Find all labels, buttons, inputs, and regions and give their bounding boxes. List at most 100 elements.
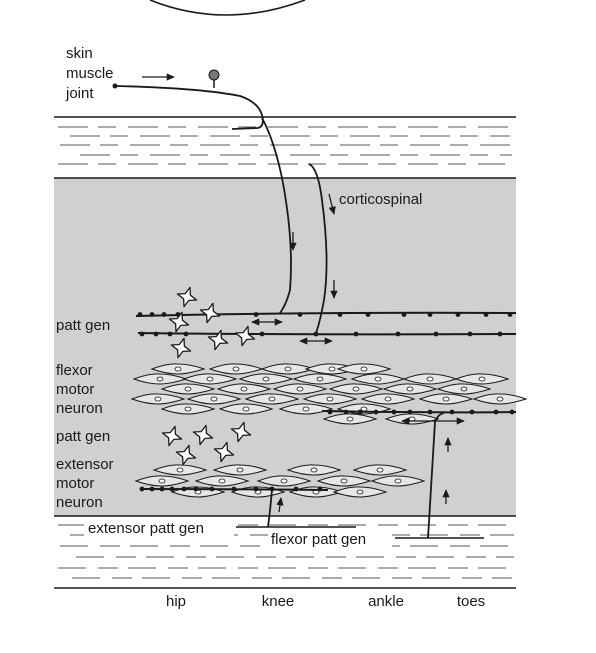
interneuron-star xyxy=(175,444,197,466)
synapse-dot xyxy=(297,312,303,317)
synapse-dot xyxy=(181,486,187,492)
synapse-dot xyxy=(231,486,237,492)
cell-nucleus xyxy=(218,478,226,484)
synapse-dot xyxy=(343,409,349,415)
label-flexor-patt-gen: flexor patt gen xyxy=(271,531,366,548)
cell-nucleus xyxy=(302,406,310,412)
cell-nucleus xyxy=(442,396,450,402)
synapse-dot xyxy=(509,409,515,415)
cell-nucleus xyxy=(360,406,368,412)
cell-nucleus xyxy=(236,467,244,473)
cell-nucleus xyxy=(210,396,218,402)
cell-nucleus xyxy=(176,467,184,473)
cell-nucleus xyxy=(310,467,318,473)
cell-nucleus xyxy=(268,396,276,402)
synapse-dot xyxy=(161,312,167,317)
label-skin: skin xyxy=(66,45,93,62)
cell-nucleus xyxy=(360,366,368,372)
synapse-dot xyxy=(493,409,499,415)
synapse-dot xyxy=(357,409,363,415)
label-patt-gen-upper: patt gen xyxy=(56,317,110,334)
synapse-dot xyxy=(169,486,175,492)
synapse-dot xyxy=(193,486,199,492)
cell-nucleus xyxy=(496,396,504,402)
synapse-dot xyxy=(167,331,173,337)
cell-nucleus xyxy=(232,366,240,372)
flexor-patt-gen-bg xyxy=(268,528,392,548)
label-joint: joint xyxy=(65,85,94,102)
synapse-dot xyxy=(317,486,323,492)
cell-nucleus xyxy=(340,478,348,484)
synapse-dot xyxy=(401,312,407,317)
extensor-chain xyxy=(139,486,329,492)
top-arc xyxy=(149,0,306,16)
white-matter-fibers-top xyxy=(58,126,514,165)
synapse-dot xyxy=(391,409,397,415)
synapse-dot xyxy=(269,486,275,492)
label-knee: knee xyxy=(262,593,295,610)
synapse-dot xyxy=(449,409,455,415)
cell-nucleus xyxy=(240,386,248,392)
synapse-dot xyxy=(149,312,155,317)
extensor-up-arrow xyxy=(276,497,284,513)
interneuron-star xyxy=(234,325,256,347)
label-hip: hip xyxy=(166,593,186,610)
cell-nucleus xyxy=(262,376,270,382)
interneuron-star xyxy=(170,337,192,359)
cell-nucleus xyxy=(284,366,292,372)
synapse-dot xyxy=(153,331,159,337)
cell-nucleus xyxy=(242,406,250,412)
cell-nucleus xyxy=(328,366,336,372)
cell-nucleus xyxy=(154,396,162,402)
synapse-dot xyxy=(497,331,503,337)
cell-nucleus xyxy=(280,478,288,484)
synapse-dot xyxy=(469,409,475,415)
interneuron-star xyxy=(168,311,190,333)
label-extensor-neuron: neuron xyxy=(56,494,103,511)
synapse-dot xyxy=(149,486,155,492)
cell-nucleus xyxy=(184,386,192,392)
synapse-dot xyxy=(137,312,143,317)
corticospinal-fiber xyxy=(308,163,328,334)
cell-nucleus xyxy=(356,489,364,495)
cell-nucleus xyxy=(406,386,414,392)
side-labels: patt gen flexor motor neuron patt gen ex… xyxy=(56,317,114,511)
cell-nucleus xyxy=(184,406,192,412)
label-extensor-motor: motor xyxy=(56,475,94,492)
interneuron-star xyxy=(199,302,221,324)
label-patt-gen-lower: patt gen xyxy=(56,428,110,445)
synapse-dot xyxy=(183,331,189,337)
synapse-dot xyxy=(139,331,145,337)
cord-boundaries xyxy=(54,116,516,589)
input-dot xyxy=(112,83,118,89)
cell-nucleus xyxy=(352,386,360,392)
sensory-afferent-fiber xyxy=(114,85,264,130)
cell-nucleus xyxy=(478,376,486,382)
joint-labels: hip knee ankle toes xyxy=(166,593,485,610)
synapse-dot xyxy=(293,486,299,492)
sensory-receptor xyxy=(208,69,220,81)
cell-nucleus xyxy=(326,396,334,402)
cell-nucleus xyxy=(158,478,166,484)
cell-nucleus xyxy=(394,478,402,484)
synapse-dot xyxy=(327,409,333,415)
sensory-input-labels: skin muscle joint xyxy=(65,45,114,102)
synapse-dot xyxy=(365,312,371,317)
cell-nucleus xyxy=(316,376,324,382)
gray-matter-region xyxy=(54,178,516,516)
synapse-dot xyxy=(427,409,433,415)
interneuron-star xyxy=(192,424,214,446)
cell-nucleus xyxy=(426,376,434,382)
interneuron-star xyxy=(176,286,198,308)
label-flexor-motor: motor xyxy=(56,381,94,398)
cell-nucleus xyxy=(346,416,354,422)
synapse-dot xyxy=(433,331,439,337)
label-ankle: ankle xyxy=(368,593,404,610)
sensory-afferent-branch xyxy=(261,117,292,314)
cell-nucleus xyxy=(156,376,164,382)
cell-nucleus xyxy=(376,467,384,473)
flexor-patt-gen-fiber xyxy=(427,412,445,539)
label-muscle: muscle xyxy=(66,65,114,82)
interneuron-star xyxy=(230,421,252,443)
